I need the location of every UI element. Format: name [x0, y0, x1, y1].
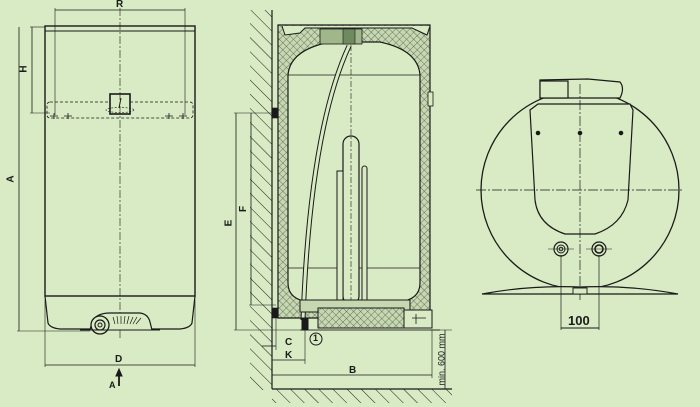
dim-label-a: A — [5, 175, 17, 183]
dim-label-r: R — [116, 0, 124, 10]
dim-label-b: B — [349, 365, 357, 376]
callout-1-label: 1 — [313, 333, 319, 343]
pipe-spacing-label: 100 — [568, 313, 590, 328]
dim-label-f: F — [238, 205, 250, 213]
side-section — [234, 10, 452, 403]
front-view — [17, 8, 196, 386]
dim-label-k: K — [285, 350, 293, 361]
dim-label-h: H — [18, 65, 30, 73]
view-arrow-label: A — [109, 380, 116, 390]
dim-label-e: E — [223, 219, 235, 227]
bottom-view — [476, 78, 684, 330]
dim-label-d: D — [115, 354, 123, 365]
dim-label-c: C — [285, 337, 293, 348]
min-clearance-label: min. 600 mm — [436, 333, 447, 386]
